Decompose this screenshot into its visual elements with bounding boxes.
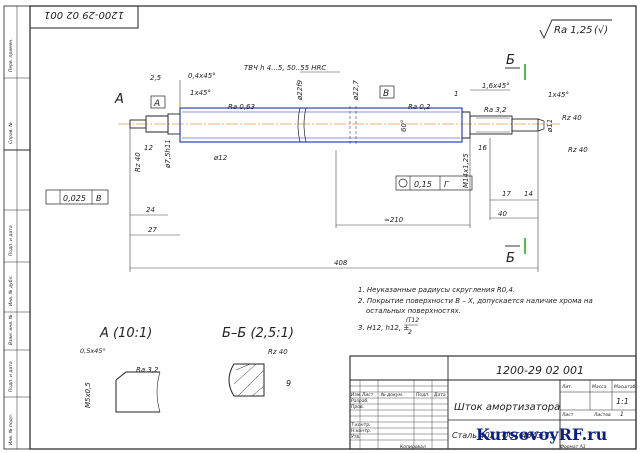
svg-text:Rz 40: Rz 40 [268,348,288,356]
svg-text:2: 2 [408,329,412,336]
svg-text:Листов: Листов [593,412,611,418]
svg-text:Дата: Дата [433,392,446,398]
dim-14: 14 [524,190,533,198]
runout-tolerance: 0,025 В [45,189,109,205]
svg-text:Формат А3: Формат А3 [560,444,586,450]
svg-text:остальных поверхностях.: остальных поверхностях. [366,307,461,315]
dim-210: ≈210 [384,216,404,224]
drawing-frame [29,5,637,450]
dim-d75h11: ø7,5h11 [164,139,172,169]
strip-label-3: Взам. инв. № [8,314,14,345]
svg-text:IT12: IT12 [406,317,419,324]
dim-d11: ø11 [546,119,554,133]
svg-text:Изм.: Изм. [351,392,362,398]
svg-text:9: 9 [286,379,291,388]
svg-text:Утв.: Утв. [351,434,360,440]
left-strip-lines [4,209,30,398]
dim-60: 60° [400,120,408,132]
dim-rz40c: Rz 40 [134,152,142,172]
svg-text:0,025: 0,025 [63,194,86,203]
svg-text:Г: Г [444,180,449,189]
svg-text:Лист: Лист [561,412,574,418]
dim-24: 24 [146,206,155,214]
dim-408: 408 [334,259,348,267]
svg-text:Лит.: Лит. [561,384,572,390]
dim-d227: ø22,7 [352,80,360,101]
sheets-value: 1 [620,411,624,418]
svg-text:(√): (√) [594,25,608,36]
dim-m14: M14х1,25 [462,153,470,188]
svg-text:В: В [96,194,102,203]
section-b-b: Б–Б (2,5:1) Rz 40 9 [222,326,294,397]
detail-a: А (10:1) 0,5х45° Ra 3,2 M5х0,5 [80,326,161,413]
material: Сталь 40Х ГОСТ 4543-71 [452,431,555,440]
dim-ra063: Ra 0,63 [228,103,255,111]
dim-ch04: 0,4х45° [188,72,216,80]
datum-v-box: В [383,89,389,99]
svg-text:Ra 3,2: Ra 3,2 [136,366,159,374]
watermark: KursovoyRF.ru [476,425,608,444]
svg-text:Н.контр.: Н.контр. [351,428,371,434]
view-letter-b-top: Б [506,53,515,68]
scale-value: 1:1 [616,397,629,406]
dim-40: 40 [498,210,507,218]
part-name: Шток амортизатора [454,402,560,413]
dim-one: 1 [454,90,458,98]
svg-text:Ra 1,25: Ra 1,25 [554,25,593,36]
view-letter-a: А [114,92,124,107]
dim-17: 17 [502,190,511,198]
svg-text:Копировал: Копировал [400,444,426,450]
general-roughness: Ra 1,25 (√) [539,19,612,40]
svg-text:Разраб.: Разраб. [351,398,369,404]
svg-text:Подп.: Подп. [416,392,430,398]
strip-label-4: Инв. № дубл. [8,275,14,306]
dim-d22f9: ø22f9 [296,79,304,101]
dim-rz40b: Rz 40 [568,146,588,154]
view-letter-b-bottom: Б [506,251,515,266]
dim-27: 27 [148,226,157,234]
title-block: Изм. Лист № докум. Подп. Дата Разраб. Пр… [349,355,637,450]
dimension-lines [129,71,539,272]
svg-text:1. Неуказанные радиусы скругле: 1. Неуказанные радиусы скругления R0,4. [358,286,515,294]
svg-text:Пров.: Пров. [351,404,364,410]
strip-label-2: Подп. и дата [8,361,14,392]
strip-label-6: Справ. № [8,122,14,144]
dim-rz40a: Rz 40 [562,114,582,122]
strip-label-1: Инв. № подл. [8,414,14,445]
dim-12: 12 [144,144,153,152]
svg-text:0,15: 0,15 [414,180,432,189]
dim-ra02: Ra 0,2 [408,103,431,111]
svg-text:Б–Б (2,5:1): Б–Б (2,5:1) [222,326,294,341]
svg-text:0,5х45°: 0,5х45° [80,347,106,355]
svg-text:Лист: Лист [361,392,374,398]
circularity-tolerance: 0,15 Г [395,175,473,191]
dim-ch1b: 1х45° [548,91,569,99]
strip-label-5: Подп. и дата [8,225,14,256]
svg-text:M5х0,5: M5х0,5 [84,382,92,408]
rotated-drawing-number: 1200-29 02 001 [44,9,124,20]
dim-ch16: 1,6х45° [482,82,510,90]
dim-phi12: ø12 [213,154,228,162]
dim-2-5: 2,5 [150,74,162,82]
strip-label-7: Перв. примен. [8,38,14,72]
svg-text:2. Покрытие поверхности В – Х,: 2. Покрытие поверхности В – Х, допускает… [358,297,593,305]
svg-text:Т.контр.: Т.контр. [351,422,371,428]
svg-text:Масштаб: Масштаб [614,384,636,390]
dim-16: 16 [478,144,487,152]
svg-text:3. Н12, h12, ±: 3. Н12, h12, ± [358,324,409,332]
dim-ch1a: 1х45° [190,89,211,97]
datum-a-box: А [153,99,160,109]
dim-tvch: ТВЧ h 4...5, 50..55 HRC [244,64,326,72]
technical-notes: 1. Неуказанные радиусы скругления R0,4. … [358,286,593,336]
svg-text:А (10:1): А (10:1) [99,326,152,341]
svg-text:Масса: Масса [592,384,607,390]
svg-text:№ докум.: № докум. [380,392,403,398]
title-code: 1200-29 02 001 [496,364,584,377]
shaft-body [118,64,560,254]
dim-ra32a: Ra 3,2 [484,106,507,114]
